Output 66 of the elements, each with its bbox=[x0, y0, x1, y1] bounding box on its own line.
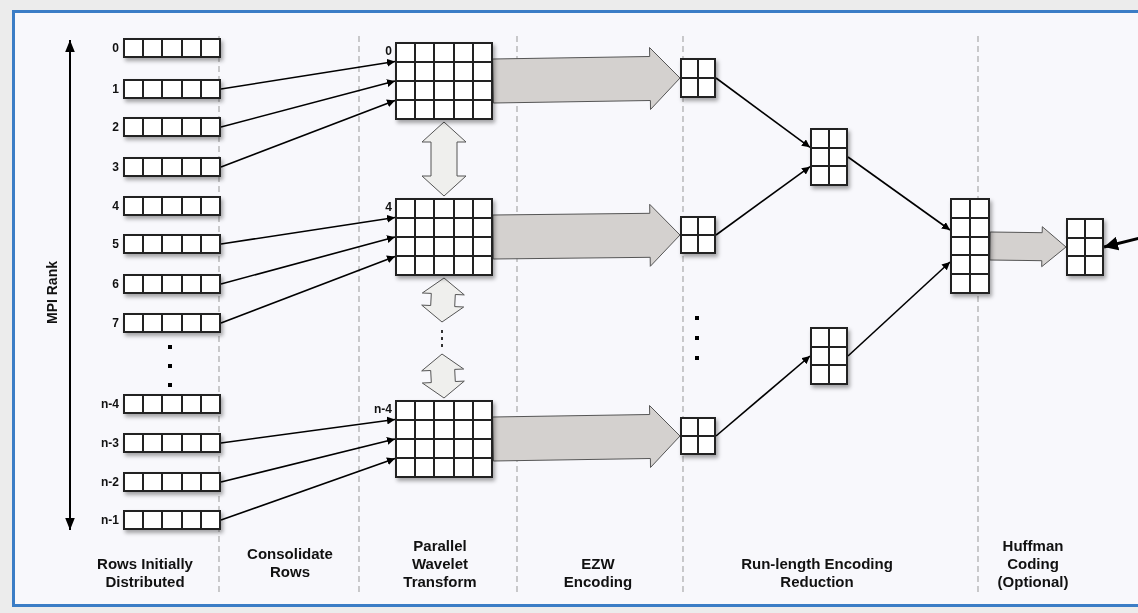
rank-label: 1 bbox=[111, 81, 119, 98]
rank-label: n-1 bbox=[100, 512, 119, 529]
rank-label: 5 bbox=[111, 236, 119, 253]
data-grid bbox=[680, 58, 716, 98]
arrow bbox=[220, 79, 396, 128]
arrow bbox=[847, 261, 951, 357]
column-title: EZW Encoding bbox=[562, 555, 634, 591]
data-grid bbox=[680, 417, 716, 455]
data-grid bbox=[395, 400, 493, 478]
arrow bbox=[220, 437, 396, 483]
data-grid bbox=[123, 313, 221, 333]
rank-label: n-3 bbox=[100, 435, 119, 452]
block-arrow bbox=[421, 353, 465, 399]
data-grid bbox=[950, 198, 990, 294]
arrow bbox=[220, 214, 396, 245]
arrow bbox=[220, 235, 396, 285]
rank-label: 2 bbox=[111, 119, 119, 136]
block-arrow bbox=[492, 405, 681, 468]
arrow bbox=[220, 255, 396, 324]
block-arrow bbox=[492, 47, 681, 110]
arrow bbox=[220, 416, 396, 444]
arrow bbox=[847, 156, 951, 231]
data-grid bbox=[123, 510, 221, 530]
rank-label: n-4 bbox=[373, 401, 392, 418]
arrow bbox=[715, 165, 811, 236]
block-arrow bbox=[989, 226, 1067, 268]
rank-label: 3 bbox=[111, 159, 119, 176]
data-grid bbox=[123, 433, 221, 453]
rank-label: 6 bbox=[111, 276, 119, 293]
data-grid bbox=[810, 128, 848, 186]
data-grid bbox=[123, 196, 221, 216]
rank-label: n-2 bbox=[100, 474, 119, 491]
arrow bbox=[220, 99, 396, 168]
data-grid bbox=[123, 234, 221, 254]
block-arrow bbox=[421, 277, 465, 323]
arrow bbox=[715, 77, 811, 149]
arrow bbox=[220, 58, 396, 90]
column-title: Huffman Coding (Optional) bbox=[996, 537, 1070, 591]
data-grid bbox=[123, 38, 221, 58]
rank-label: 0 bbox=[111, 40, 119, 57]
block-arrow bbox=[421, 121, 467, 197]
data-grid bbox=[810, 327, 848, 385]
arrow bbox=[220, 457, 396, 521]
rank-label: 0 bbox=[384, 43, 392, 60]
data-grid bbox=[680, 216, 716, 254]
column-title: Rows Initially Distributed bbox=[96, 555, 194, 591]
data-grid bbox=[123, 394, 221, 414]
arrow bbox=[1103, 236, 1138, 251]
column-title: Run-length Encoding Reduction bbox=[740, 555, 894, 591]
column-title: Parallel Wavelet Transform bbox=[402, 537, 478, 591]
rank-label: 4 bbox=[111, 198, 119, 215]
arrow bbox=[715, 355, 811, 437]
data-grid bbox=[123, 117, 221, 137]
rank-label: n-4 bbox=[100, 396, 119, 413]
data-grid bbox=[395, 198, 493, 276]
axis-label: MPI Rank bbox=[42, 260, 61, 326]
data-grid bbox=[123, 157, 221, 177]
data-grid bbox=[123, 472, 221, 492]
data-grid bbox=[123, 79, 221, 99]
rank-label: 7 bbox=[111, 315, 119, 332]
rank-label: 4 bbox=[384, 199, 392, 216]
data-grid bbox=[1066, 218, 1104, 276]
data-grid bbox=[395, 42, 493, 120]
block-arrow bbox=[492, 203, 681, 267]
data-grid bbox=[123, 274, 221, 294]
column-title: Consolidate Rows bbox=[246, 545, 334, 581]
